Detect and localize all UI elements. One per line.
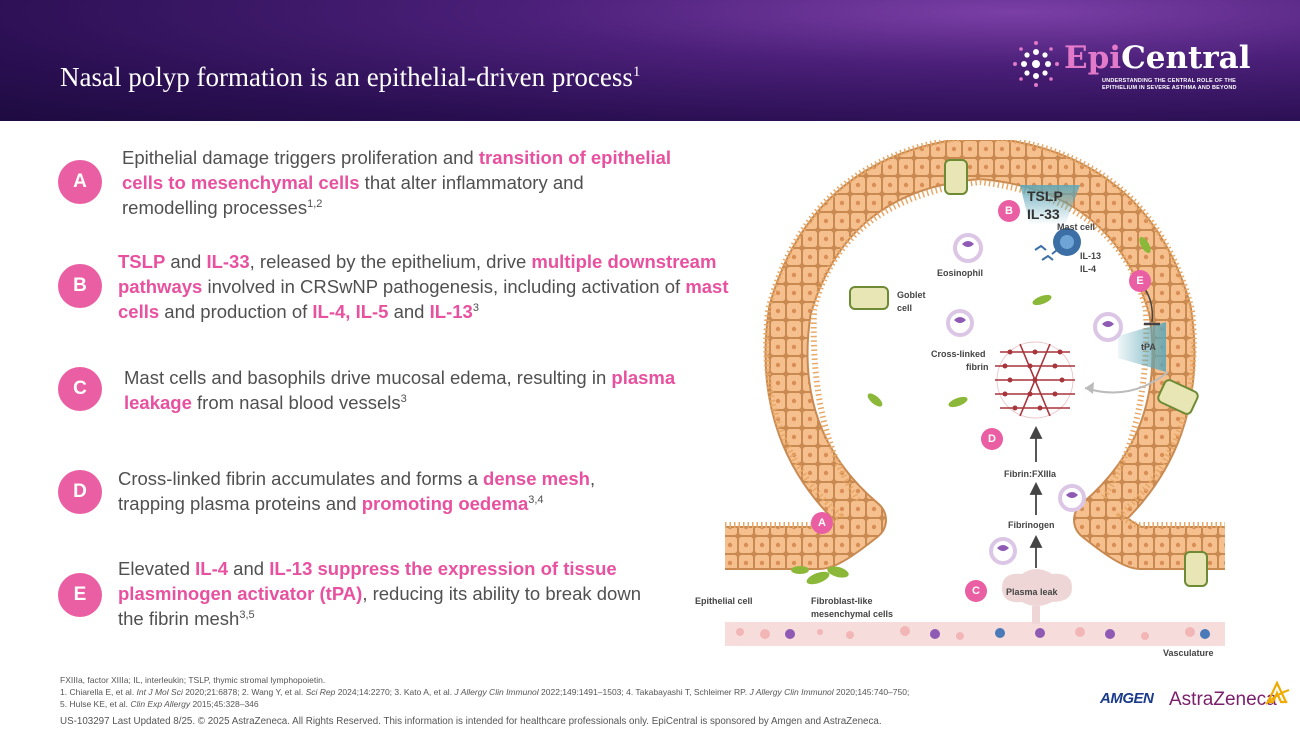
vasculature-band bbox=[725, 622, 1225, 646]
fibrin-fxiiia-label: Fibrin:FXIIIa bbox=[1004, 469, 1057, 479]
mast-cell-label: Mast cell bbox=[1057, 222, 1096, 232]
diagram-badge-d: D bbox=[981, 428, 1003, 450]
il4-label: IL-4 bbox=[1080, 264, 1097, 274]
item-a-text: Epithelial damage triggers proliferation… bbox=[122, 147, 672, 218]
tslp-label: TSLP bbox=[1027, 188, 1063, 204]
copyright-notice: US-103297 Last Updated 8/25. © 2025 Astr… bbox=[60, 716, 882, 727]
references-line-2: 5. Hulse KE, et al. Clin Exp Allergy 201… bbox=[60, 699, 259, 709]
plasma-leak-blob bbox=[1002, 569, 1072, 606]
item-d-text: Cross-linked fibrin accumulates and form… bbox=[118, 468, 596, 514]
header-banner: Nasal polyp formation is an epithelial-d… bbox=[0, 0, 1300, 121]
goblet-cell bbox=[849, 286, 889, 310]
fibroblast-label-1: Fibroblast-like bbox=[811, 596, 873, 606]
plasma-leak-label: Plasma leak bbox=[1006, 587, 1058, 597]
fibroblast-label-2: mesenchymal cells bbox=[811, 609, 894, 619]
page-title: Nasal polyp formation is an epithelial-d… bbox=[60, 62, 641, 92]
crosslinked-label-2: fibrin bbox=[966, 362, 989, 372]
badge-b: B bbox=[58, 264, 102, 308]
badge-a: A bbox=[58, 160, 102, 204]
badge-c: C bbox=[58, 367, 102, 411]
diagram-badge-e: E bbox=[1129, 270, 1151, 292]
eosinophil-label: Eosinophil bbox=[937, 268, 983, 278]
astrazeneca-symbol-icon bbox=[1265, 680, 1290, 705]
goblet-cell-label-1: Goblet bbox=[897, 290, 926, 300]
epithelium-cells bbox=[725, 138, 1225, 568]
tpa-return-arrow bbox=[1084, 371, 1169, 394]
epicentral-dots-icon bbox=[1013, 41, 1059, 87]
nasal-polyp-diagram: TSLP IL-33 Mast cell IL-13 IL-4 Eosinoph… bbox=[690, 132, 1250, 660]
cascade-arrows bbox=[1029, 425, 1043, 568]
item-c-text: Mast cells and basophils drive mucosal e… bbox=[124, 367, 676, 413]
diagram-badge-c: C bbox=[965, 580, 987, 602]
item-b-text: TSLP and IL-33, released by the epitheli… bbox=[118, 251, 729, 322]
references-line-1: 1. Chiarella E, et al. Int J Mol Sci 202… bbox=[60, 687, 910, 697]
crosslinked-label-1: Cross-linked bbox=[931, 349, 986, 359]
il33-label: IL-33 bbox=[1027, 206, 1060, 222]
epicentral-logo: EpiCentral UNDERSTANDING THE CENTRAL ROL… bbox=[1012, 40, 1252, 96]
badge-d: D bbox=[58, 470, 102, 514]
eosinophils bbox=[946, 233, 1123, 565]
badge-e: E bbox=[58, 573, 102, 617]
diagram-badge-a: A bbox=[811, 512, 833, 534]
logo-wordmark: EpiCentral bbox=[1064, 40, 1251, 76]
goblet-cell-label-2: cell bbox=[897, 303, 913, 313]
item-e-text: Elevated IL-4 and IL-13 suppress the exp… bbox=[118, 558, 641, 629]
astrazeneca-logo: AstraZeneca bbox=[1169, 689, 1277, 710]
amgen-logo: AMGEN bbox=[1100, 690, 1154, 707]
il13-label: IL-13 bbox=[1080, 251, 1102, 261]
tpa-label: tPA bbox=[1141, 342, 1156, 352]
fibrinogen-label: Fibrinogen bbox=[1008, 520, 1055, 530]
logo-tagline: UNDERSTANDING THE CENTRAL ROLE OF THE EP… bbox=[1102, 78, 1237, 91]
diagram-badge-b: B bbox=[998, 200, 1020, 222]
vasculature-label: Vasculature bbox=[1163, 648, 1214, 658]
abbreviations: FXIIIa, factor XIIIa; IL, interleukin; T… bbox=[60, 675, 326, 685]
epithelial-cell-label: Epithelial cell bbox=[695, 596, 753, 606]
